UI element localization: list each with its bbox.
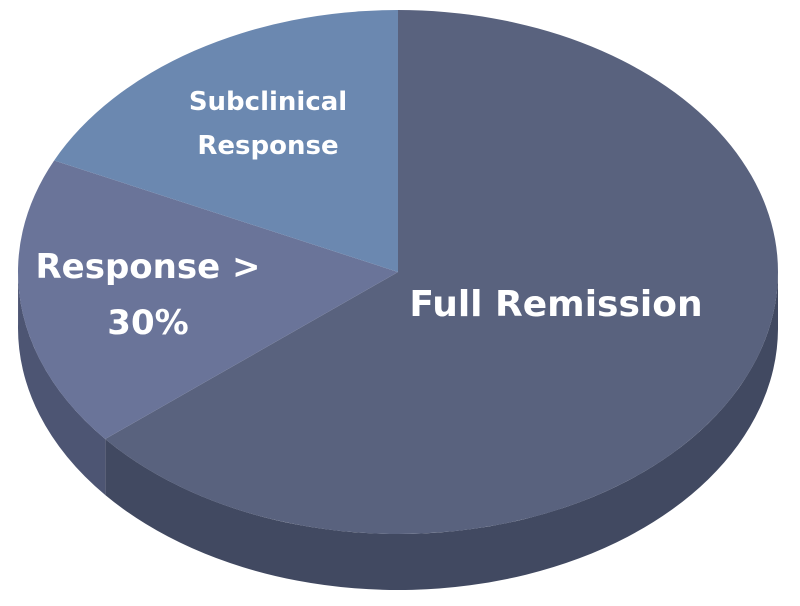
slice-label-line: Response <box>197 131 338 161</box>
pie-tops <box>18 10 779 535</box>
pie-side-full-remission <box>105 273 778 591</box>
pie-slice-subclinical-response <box>54 10 399 272</box>
slice-label-line: Full Remission <box>409 284 702 325</box>
pie-slice-full-remission <box>105 10 779 535</box>
pie-slice-response-30 <box>18 160 399 440</box>
pie-side-response-30 <box>17 267 106 496</box>
slice-label-line: Subclinical <box>189 87 347 117</box>
pie-sides <box>17 267 778 591</box>
slice-label-line: Response > <box>35 247 260 287</box>
slice-label-response-30: Response > 30% <box>35 247 260 343</box>
slice-label-line: 30% <box>107 303 188 343</box>
slice-label-full-remission: Full Remission <box>409 284 702 325</box>
